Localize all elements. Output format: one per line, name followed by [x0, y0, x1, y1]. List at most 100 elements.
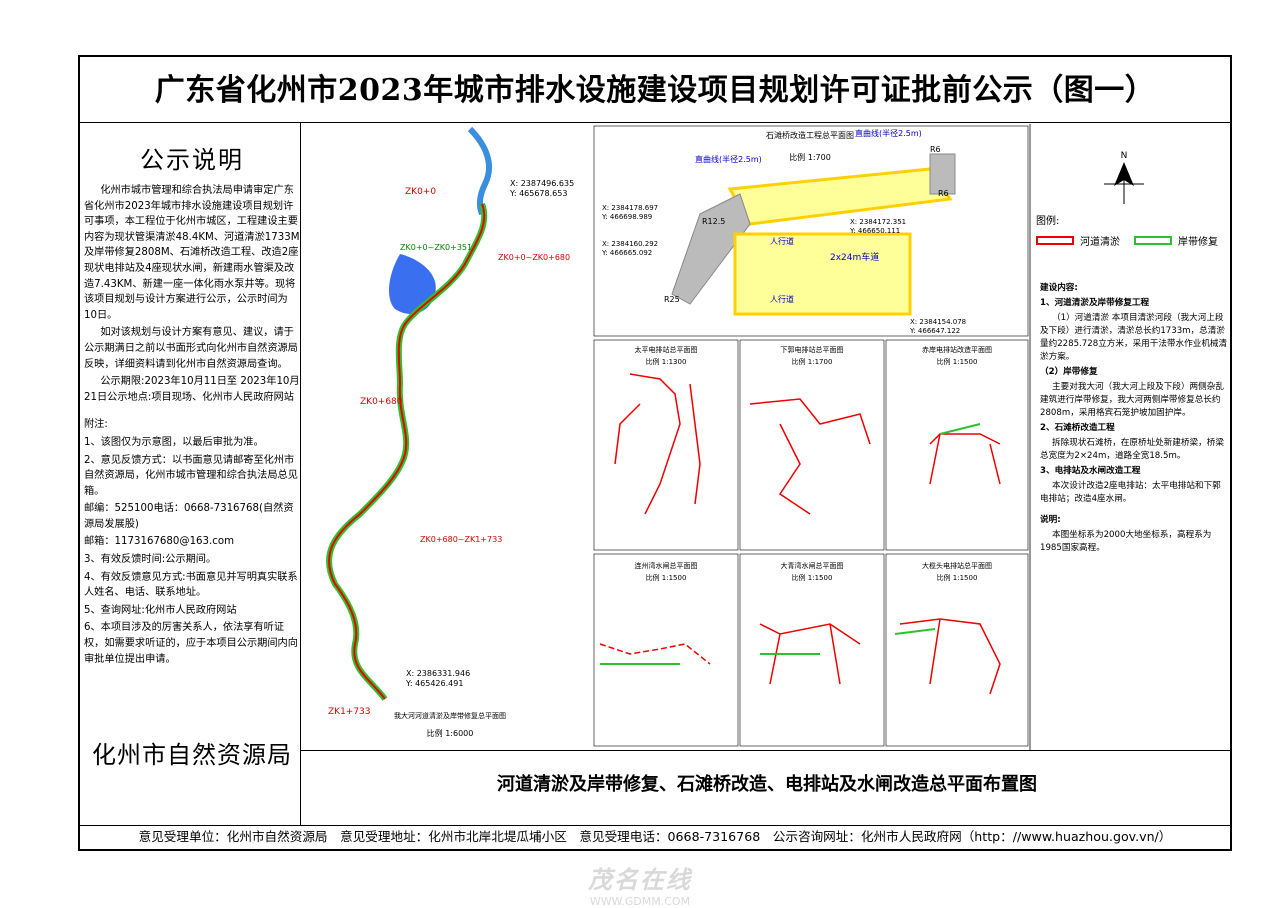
pipe-route	[759, 623, 861, 685]
chainage-label: ZK0+680	[360, 397, 403, 407]
appendix-item: 邮编：525100电话：0668-7316768(自然资源局发展股)	[84, 503, 294, 530]
plan-scale: 比例 1:6000	[427, 728, 474, 738]
construction-description: 建设内容: 1、河道清淤及岸带修复工程 （1）河道清淤 本项目清淤河段（我大河上…	[1040, 280, 1228, 557]
divider-left-column	[300, 123, 301, 825]
section-heading: 1、河道清淤及岸带修复工程	[1040, 298, 1150, 308]
appendix-title: 附注:	[84, 419, 108, 431]
legend-swatch-dredge	[1036, 236, 1074, 245]
coord-label: X: 2384178.697	[602, 204, 658, 212]
bridge-label: 直曲线(半径2.5m)	[855, 128, 922, 138]
legend-label: 岸带修复	[1178, 237, 1218, 248]
bridge-approach	[671, 193, 751, 305]
coord-label: X: 2386331.946	[406, 669, 470, 678]
divider-title	[80, 122, 1230, 123]
north-arrow-icon: N	[1104, 151, 1144, 204]
coord-label: Y: 466647.122	[909, 327, 960, 335]
legend-title: 图例:	[1036, 216, 1060, 227]
plan-scale: 比例 1:1700	[792, 357, 833, 366]
note-text: 本图坐标系为2000大地坐标系，高程系为1985国家高程。	[1040, 530, 1212, 553]
section-text: 本次设计改造2座电排站：太平电排站和下郭电排站；改造4座水闸。	[1040, 481, 1221, 504]
note-title: 说明:	[1040, 515, 1061, 525]
coord-label: X: 2384172.351	[850, 218, 906, 226]
notice-paragraph: 化州市城市管理和综合执法局申请审定广东省化州市2023年城市排水设施建设项目规划…	[84, 185, 300, 321]
chainage-label: ZK0+0	[405, 187, 436, 197]
pond	[388, 254, 436, 314]
section-text: 主要对我大河（我大河上段及下段）两侧杂乱建筑进行岸带修复，我大河两侧岸带修复总长…	[1040, 382, 1224, 418]
chainage-label: ZK1+733	[328, 707, 371, 717]
bridge-label: R6	[930, 145, 941, 154]
bureau-name: 化州市自然资源局	[92, 741, 292, 769]
plan-scale: 比例 1:1500	[792, 573, 833, 582]
mini-plan-frame	[593, 339, 739, 551]
section-text: （1）河道清淤 本项目清淤河段（我大河上段及下段）进行清淤，清淤总长约1733m…	[1040, 313, 1228, 362]
bridge-label: R6	[938, 189, 949, 198]
appendix-item: 1、该图仅为示意图，以最后审批为准。	[84, 436, 264, 448]
chainage-label: ZK0+680~ZK1+733	[420, 535, 502, 544]
plan-scale: 比例 1:1300	[646, 357, 687, 366]
divider-caption	[300, 750, 1230, 751]
notice-paragraph: 如对该规划与设计方案有意见、建议，请于公示期满日之前以书面形式向化州市自然资源局…	[84, 327, 298, 370]
coord-label: Y: 466698.989	[601, 213, 652, 221]
page-title: 广东省化州市2023年城市排水设施建设项目规划许可证批前公示（图一）	[154, 73, 1156, 108]
watermark-brand: 茂名在线	[588, 866, 692, 894]
river-dredge-upper	[397, 203, 486, 455]
notice-heading: 公示说明	[140, 146, 244, 174]
plan-title: 我大河河道清淤及岸带修复总平面图	[394, 711, 506, 720]
legend-swatch-bank	[1134, 236, 1172, 245]
notice-panel: 公示说明 化州市城市管理和综合执法局申请审定广东省化州市2023年城市排水设施建…	[84, 128, 300, 669]
appendix-item: 3、有效反馈时间:公示期间。	[84, 554, 217, 566]
coord-label: X: 2384154.078	[910, 318, 966, 326]
svg-text:N: N	[1121, 151, 1128, 161]
appendix-item: 6、本项目涉及的厉害关系人，依法享有听证权，如需要求听证的，应于本项目公示期间内…	[84, 622, 298, 665]
notice-paragraph: 公示期限:2023年10月11日至 2023年10月21日公示地点:项目现场、化…	[84, 376, 300, 403]
bridge-plan-frame	[593, 125, 1029, 337]
river-upstream	[467, 126, 492, 216]
bridge-label: 人行道	[770, 236, 794, 246]
plan-title: 下郭电排站总平面图	[781, 345, 844, 354]
coord-label: X: 2384160.292	[602, 240, 658, 248]
river-dredge-lower	[328, 453, 406, 700]
mini-plan-grid: 太平电排站总平面图 比例 1:1300 下郭电排站总平面图 比例 1:1700 …	[593, 339, 1029, 747]
mini-plan-frame	[885, 553, 1029, 747]
divider-footer	[80, 825, 1230, 826]
section-heading: 3、电排站及水闸改造工程	[1040, 466, 1141, 476]
mini-plan-frame	[593, 553, 739, 747]
plan-scale: 比例 1:1500	[937, 573, 978, 582]
coord-label: Y: 465426.491	[405, 679, 463, 688]
bridge-label: R25	[664, 295, 680, 304]
section-heading: 2、石滩桥改造工程	[1040, 423, 1115, 433]
bridge-label: 直曲线(半径2.5m)	[695, 154, 762, 164]
plan-title: 大榄头电排站总平面图	[922, 561, 992, 570]
pipe-route	[689, 383, 701, 505]
appendix-item: 2、意见反馈方式：以书面意见请邮寄至化州市自然资源局，化州市城市管理和综合执法局…	[84, 454, 298, 497]
legend-label: 河道清淤	[1080, 237, 1120, 248]
appendix-item: 5、查询网址:化州市人民政府网站	[84, 604, 237, 616]
plan-title: 连州湾水闸总平面图	[635, 561, 698, 570]
river-map: ZK0+0 ZK0+0~ZK0+680 ZK0+0~ZK0+351 ZK0+68…	[326, 126, 574, 738]
coord-label: Y: 466665.092	[601, 249, 652, 257]
mini-plan-frame	[739, 339, 885, 551]
bridge-label: R12.5	[702, 217, 725, 226]
plan-title: 太平电排站总平面图	[635, 345, 698, 354]
pipe-route	[749, 398, 871, 515]
site-plan-drawing: ZK0+0 ZK0+0~ZK0+680 ZK0+0~ZK0+351 ZK0+68…	[326, 124, 1144, 750]
bridge-label: 人行道	[770, 294, 794, 304]
bridge-deck	[727, 167, 953, 226]
description-heading: 建设内容:	[1040, 283, 1078, 293]
bank-route	[939, 423, 981, 435]
plan-scale: 比例 1:700	[789, 152, 831, 162]
appendix-item: 4、有效反馈意见方式:书面意见并写明真实联系人姓名、电话、联系地址。	[84, 571, 298, 599]
pipe-route	[614, 373, 681, 515]
bridge-road	[733, 232, 912, 316]
appendix-item: 邮箱：1173167680@163.com	[84, 536, 235, 548]
bridge-label: 2x24m车道	[830, 251, 879, 263]
mini-plan-frame	[739, 553, 885, 747]
chainage-label: ZK0+0~ZK0+680	[498, 253, 570, 262]
legend-items: 河道清淤 岸带修复	[1036, 233, 1228, 248]
watermark: 茂名在线 WWW.GDMM.COM	[540, 860, 740, 908]
pipe-route	[599, 643, 711, 665]
bridge-abutment	[929, 153, 956, 195]
section-heading: （2）岸带修复	[1040, 367, 1098, 377]
drawing-caption: 河道清淤及岸带修复、石滩桥改造、电排站及水闸改造总平面布置图	[497, 774, 1037, 795]
pipe-route	[929, 433, 1001, 485]
